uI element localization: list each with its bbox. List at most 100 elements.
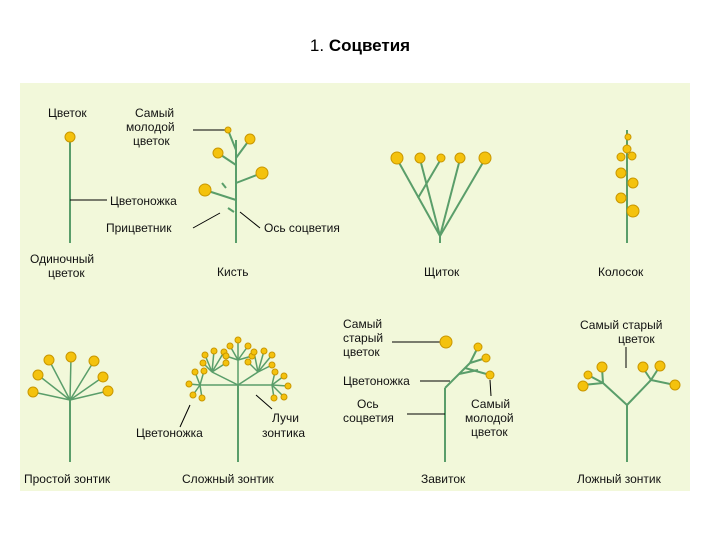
label-youngest-cyme-2: молодой [465, 411, 514, 425]
label-pedicel-top: Цветоножка [110, 194, 177, 208]
title-number: 1. [309, 36, 325, 55]
pointer-2 [192, 212, 221, 229]
flower-54 [485, 370, 495, 380]
name-raceme: Кисть [217, 265, 248, 279]
name-false-umbel: Ложный зонтик [577, 472, 662, 486]
flower-42 [260, 347, 268, 355]
flower-22 [88, 355, 100, 367]
flower-45 [244, 358, 252, 366]
flower-29 [191, 368, 199, 376]
flower-57 [596, 361, 608, 373]
name-cyme: Завиток [421, 472, 466, 486]
flower-31 [201, 351, 209, 359]
stem-22 [69, 390, 109, 401]
title-text: Соцветия [328, 36, 411, 55]
flower-14 [627, 151, 637, 161]
stem-8 [227, 207, 235, 213]
name-spike: Колосок [598, 265, 644, 279]
stem-20 [69, 360, 95, 401]
flower-28 [198, 394, 206, 402]
pointer-7 [489, 379, 492, 397]
label-oldest-false-2: цветок [618, 332, 655, 346]
flower-21 [65, 351, 77, 363]
name-single-2: цветок [48, 266, 85, 280]
label-youngest-2: молодой [126, 120, 175, 134]
flower-17 [615, 192, 627, 204]
flower-15 [615, 167, 627, 179]
stem-26 [211, 371, 239, 386]
label-rays-1: Лучи [272, 411, 299, 425]
name-compound-umbel: Сложный зонтик [182, 472, 275, 486]
stem-28 [237, 371, 259, 386]
label-axis-cyme-2: соцветия [343, 411, 394, 425]
stem-13 [439, 158, 461, 237]
flower-11 [624, 133, 632, 141]
flower-18 [626, 204, 640, 218]
flower-0 [64, 131, 76, 143]
pointer-3 [239, 211, 261, 229]
label-axis-top: Ось соцветия [264, 221, 340, 235]
stem-14 [417, 158, 442, 199]
flower-20 [43, 354, 55, 366]
stem-63 [626, 379, 652, 406]
stem-46 [257, 350, 265, 373]
flowers-group [27, 126, 681, 402]
flower-41 [250, 348, 258, 356]
flower-34 [222, 359, 230, 367]
flower-12 [622, 144, 632, 154]
stem-12 [419, 158, 441, 237]
label-youngest-3: цветок [133, 134, 170, 148]
flower-32 [210, 347, 218, 355]
flower-35 [199, 359, 207, 367]
flower-60 [669, 379, 681, 391]
stem-23 [32, 391, 71, 401]
label-pedicel-compound: Цветоножка [136, 426, 203, 440]
name-umbel: Простой зонтик [24, 472, 111, 486]
flower-40 [222, 352, 230, 360]
stem-2 [227, 129, 237, 151]
flower-7 [414, 152, 426, 164]
flower-8 [436, 153, 446, 163]
flower-46 [271, 368, 279, 376]
flower-2 [244, 133, 256, 145]
flower-38 [244, 342, 252, 350]
stem-7 [221, 182, 227, 189]
flower-56 [583, 370, 593, 380]
pointer-lines [70, 129, 627, 428]
flower-13 [616, 152, 626, 162]
stem-47 [257, 354, 273, 373]
stem-11 [439, 158, 486, 237]
stem-36 [211, 350, 215, 373]
name-corymb: Щиток [424, 265, 460, 279]
label-oldest-2: старый [343, 331, 383, 345]
pointer-8 [179, 404, 191, 428]
flower-27 [189, 391, 197, 399]
flower-50 [270, 394, 278, 402]
flower-24 [102, 385, 114, 397]
stem-56 [444, 362, 471, 389]
flower-30 [200, 367, 208, 375]
label-youngest-1: Самый [135, 106, 174, 120]
flower-19 [32, 369, 44, 381]
flower-48 [284, 382, 292, 390]
label-pedicel-cyme: Цветоножка [343, 374, 410, 388]
label-oldest-false-1: Самый старый [580, 318, 662, 332]
stem-62 [602, 382, 628, 406]
flower-49 [280, 393, 288, 401]
flower-16 [627, 177, 639, 189]
label-youngest-cyme-3: цветок [471, 425, 508, 439]
flower-58 [637, 361, 649, 373]
stem-19 [69, 356, 72, 401]
flower-23 [97, 371, 109, 383]
flower-26 [185, 380, 193, 388]
flower-51 [439, 335, 453, 349]
flower-9 [454, 152, 466, 164]
stem-21 [69, 376, 104, 401]
label-youngest-cyme-1: Самый [471, 397, 510, 411]
flower-4 [255, 166, 269, 180]
flower-10 [478, 151, 492, 165]
flower-6 [390, 151, 404, 165]
flower-36 [226, 342, 234, 350]
flower-43 [268, 351, 276, 359]
